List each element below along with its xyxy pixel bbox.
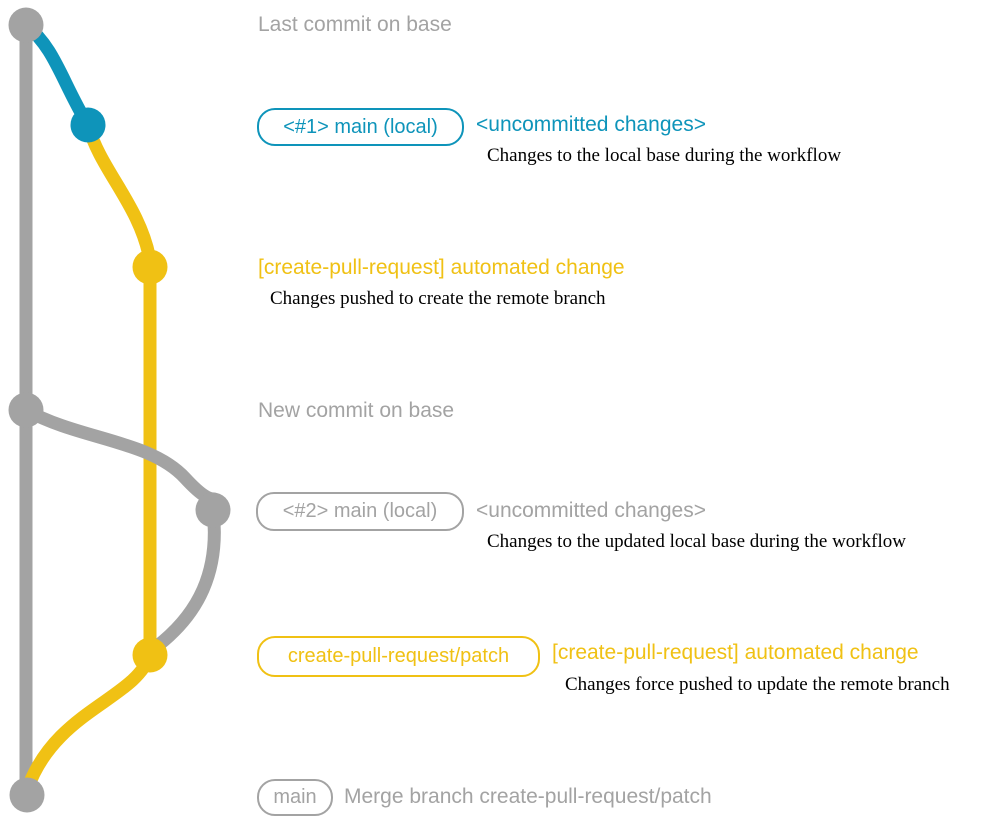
branch-badge-main-local-1: <#1> main (local) (257, 108, 464, 146)
patch-branch-curve-top (81, 118, 157, 267)
uncommitted-changes-label-1: <uncommitted changes> (476, 113, 706, 136)
commit-merge (9, 777, 45, 813)
branch-badge-main-local-1-label: <#1> main (local) (283, 115, 438, 138)
description-local-base: Changes to the local base during the wor… (487, 145, 842, 166)
branch-badge-main-local-2-label: <#2> main (local) (282, 500, 438, 522)
merge-commit-message: Merge branch create-pull-request/patch (344, 785, 712, 808)
branch-badge-main-label: main (273, 786, 317, 808)
local-main-branch-curve-2 (19, 403, 221, 517)
uncommitted-changes-label-2: <uncommitted changes> (476, 499, 706, 522)
branch-badge-patch: create-pull-request/patch (257, 636, 540, 677)
commit-local-main-2 (195, 492, 231, 528)
local-main-branch-curve-1 (19, 18, 95, 132)
description-pushed-create: Changes pushed to create the remote bran… (270, 288, 606, 309)
branch-badge-patch-label: create-pull-request/patch (287, 645, 510, 667)
commit-automated-change-2 (132, 637, 168, 673)
automated-change-label-2: [create-pull-request] automated change (552, 641, 919, 664)
commit-automated-change-1 (132, 249, 168, 285)
new-commit-label: New commit on base (258, 399, 455, 422)
local-main-branch-curve-3 (145, 503, 221, 657)
branch-badge-main: main (257, 779, 333, 816)
commit-last-on-base (8, 7, 44, 43)
branch-badge-main-local-2: <#2> main (local) (256, 492, 464, 531)
patch-branch-merge-curve (20, 648, 157, 797)
commit-local-main-1 (70, 107, 106, 143)
description-force-pushed: Changes force pushed to update the remot… (565, 674, 950, 695)
automated-change-label-1: [create-pull-request] automated change (258, 256, 625, 279)
commit-new-on-base (8, 392, 44, 428)
description-updated-local-base: Changes to the updated local base during… (487, 531, 906, 552)
last-commit-label: Last commit on base (258, 13, 452, 36)
